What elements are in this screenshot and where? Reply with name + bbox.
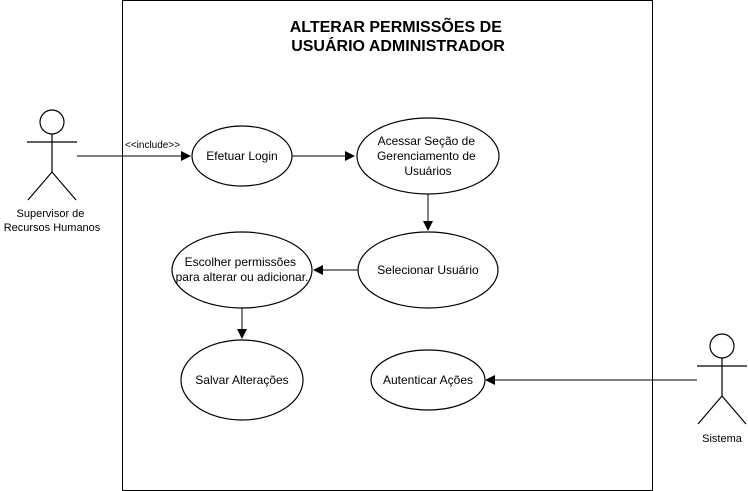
use-case-label: Escolher permissões para alterar ou adic… — [176, 255, 309, 284]
actor-supervisor-label: Supervisor de Recursos Humanos — [4, 208, 101, 234]
actor-head — [39, 109, 65, 135]
use-case-label: Autenticar Ações — [383, 373, 473, 387]
actor-sistema-label: Sistema — [702, 433, 743, 445]
use-case-selecionar-usuario[interactable]: Selecionar Usuário — [357, 231, 499, 309]
system-title: ALTERAR PERMISSÕES DE USUÁRIO ADMINISTRA… — [290, 16, 507, 55]
actor-right-leg — [721, 395, 747, 425]
use-case-autenticar-acoes[interactable]: Autenticar Ações — [370, 349, 486, 411]
actor-sistema[interactable] — [697, 333, 747, 425]
use-case-salvar-alteracoes[interactable]: Salvar Alterações — [180, 339, 304, 421]
use-case-label: Acessar Seção de Gerenciamento de Usuári… — [377, 134, 479, 178]
actor-head — [709, 333, 735, 359]
actor-right-leg — [51, 171, 77, 201]
use-case-label: Selecionar Usuário — [377, 263, 479, 277]
actor-left-leg — [697, 395, 723, 425]
use-case-acessar-secao[interactable]: Acessar Seção de Gerenciamento de Usuári… — [356, 117, 500, 195]
use-case-escolher-permissoes[interactable]: Escolher permissões para alterar ou adic… — [171, 231, 313, 309]
actor-left-leg — [27, 171, 53, 201]
use-case-efetuar-login[interactable]: Efetuar Login — [191, 125, 293, 187]
use-case-label: Salvar Alterações — [195, 373, 288, 387]
actor-supervisor[interactable] — [27, 109, 77, 201]
include-label: <<include>> — [125, 140, 180, 151]
use-case-label: Efetuar Login — [206, 149, 277, 163]
